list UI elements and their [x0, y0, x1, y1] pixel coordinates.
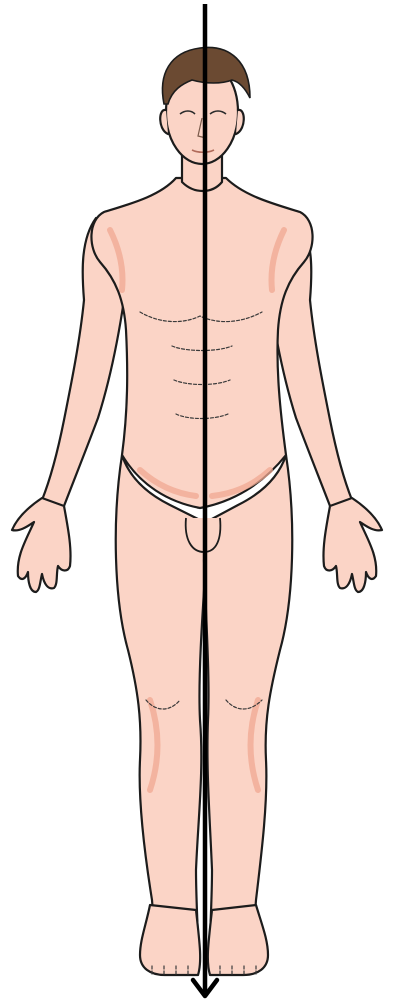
right-foot	[208, 905, 268, 975]
human-figure	[12, 47, 382, 975]
left-hand	[12, 498, 71, 592]
right-hand	[323, 498, 382, 592]
left-foot	[140, 905, 200, 975]
